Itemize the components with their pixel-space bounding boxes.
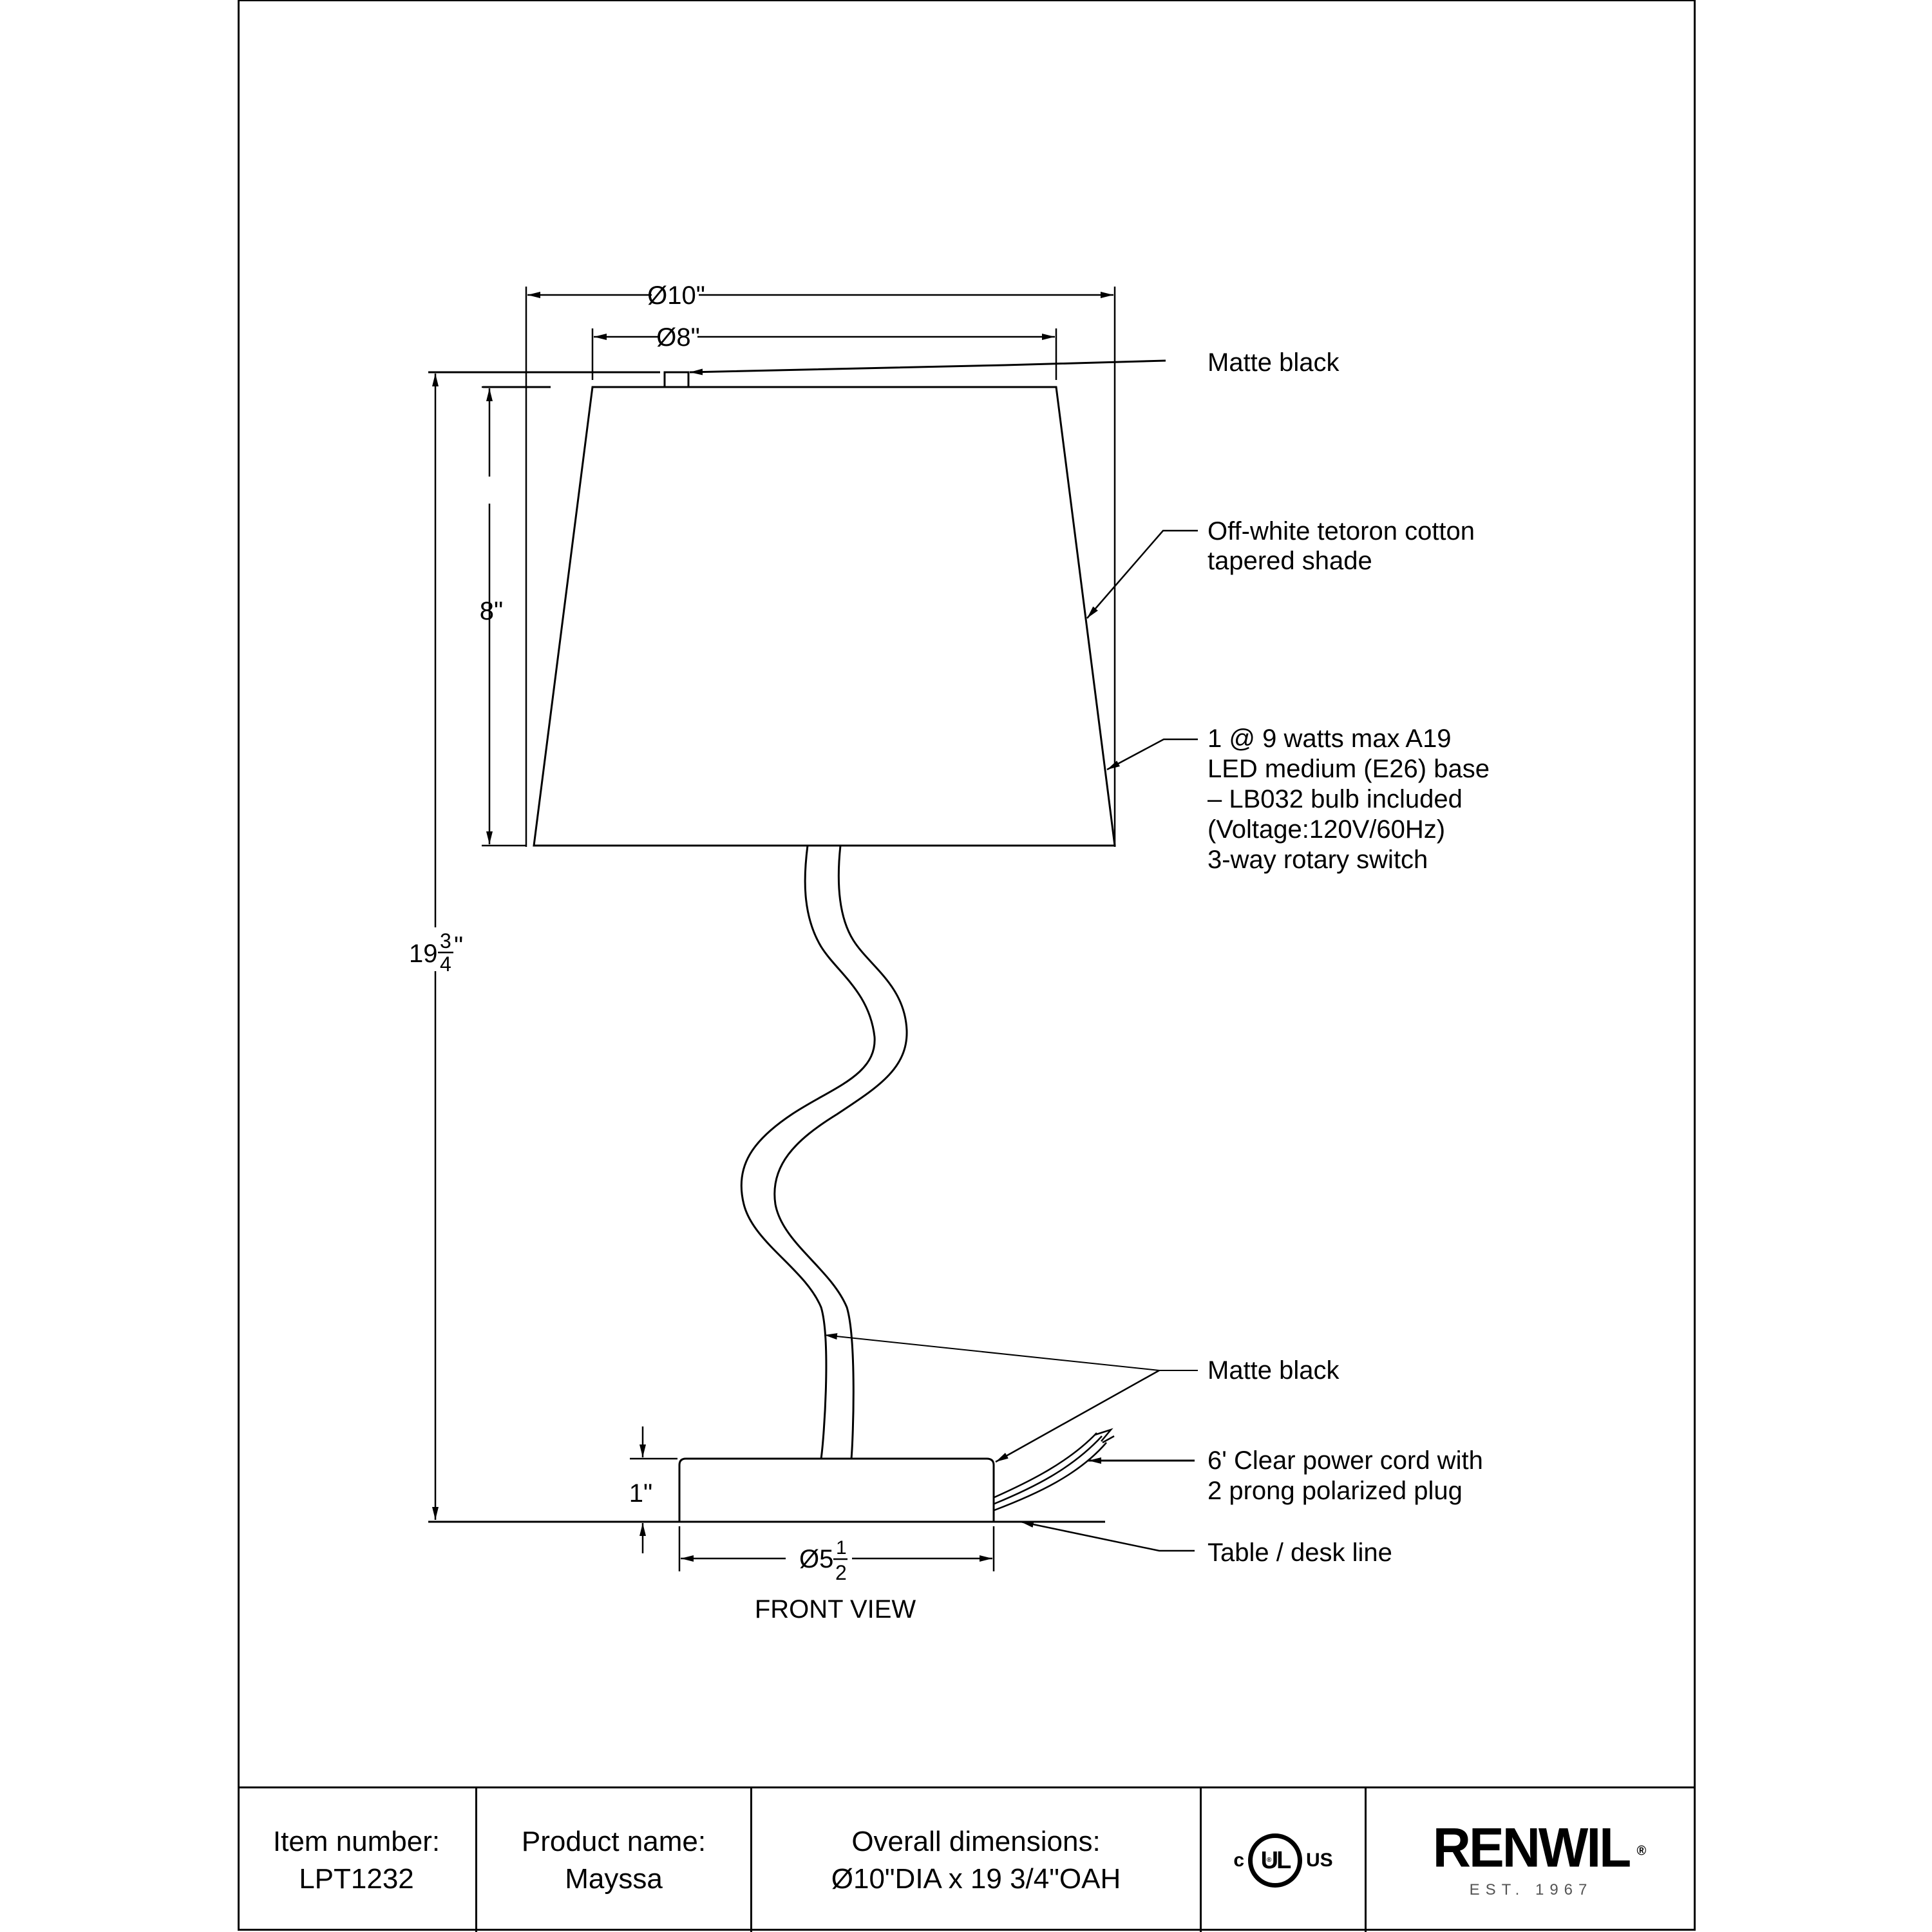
- view-label: FRONT VIEW: [755, 1595, 916, 1624]
- overall-dimensions-value: Ø10"DIA x 19 3/4"OAH: [831, 1862, 1121, 1895]
- callout-cord-line1: 6' Clear power cord with: [1208, 1446, 1483, 1475]
- callout-cord-line2: 2 prong polarized plug: [1208, 1477, 1463, 1505]
- callout-finial: Matte black: [1208, 348, 1340, 377]
- product-name-label: Product name:: [521, 1825, 706, 1857]
- dim-label-shade-height: 8": [480, 597, 503, 625]
- callout-bulb-line5: 3-way rotary switch: [1208, 846, 1428, 874]
- brand-established: EST. 1967: [1469, 1880, 1593, 1899]
- ul-us-mark: US: [1306, 1849, 1333, 1871]
- dim-label-shade-top: Ø8": [656, 323, 700, 352]
- product-name-value: Mayssa: [565, 1862, 663, 1895]
- ul-registered: ®: [1267, 1856, 1272, 1864]
- drawing-sheet-border: [238, 0, 1696, 1931]
- certification-cell: c UL ® US: [1202, 1788, 1367, 1932]
- brand-registered-mark: ®: [1636, 1843, 1647, 1859]
- dim-label-base-num: 1: [836, 1537, 847, 1558]
- title-block: Item number: LPT1232 Product name: Mayss…: [238, 1786, 1696, 1932]
- brand-cell: RENWIL ® EST. 1967: [1367, 1788, 1696, 1932]
- power-cord: [994, 1432, 1097, 1499]
- ul-text: UL: [1260, 1846, 1292, 1874]
- callout-body: Matte black: [1208, 1356, 1340, 1385]
- renwil-logo: RENWIL ® EST. 1967: [1433, 1820, 1646, 1899]
- overall-dimensions-cell: Overall dimensions: Ø10"DIA x 19 3/4"OAH: [752, 1788, 1202, 1932]
- ul-circle: UL ®: [1248, 1833, 1302, 1888]
- overall-dimensions-label: Overall dimensions:: [851, 1825, 1101, 1857]
- callout-shade-line2: tapered shade: [1208, 547, 1372, 575]
- callout-bulb-line2: LED medium (E26) base: [1208, 755, 1490, 783]
- callout-table: Table / desk line: [1208, 1539, 1392, 1567]
- callout-bulb-line4: (Voltage:120V/60Hz): [1208, 815, 1445, 844]
- dim-label-base-dia: Ø5: [799, 1545, 833, 1573]
- item-number-cell: Item number: LPT1232: [238, 1788, 477, 1932]
- dim-label-overall-den: 4: [440, 952, 451, 976]
- item-number-value: LPT1232: [299, 1862, 414, 1895]
- product-name-cell: Product name: Mayssa: [477, 1788, 752, 1932]
- lamp-body-stem: [740, 845, 876, 1459]
- callout-bulb-line3: – LB032 bulb included: [1208, 785, 1463, 813]
- dim-label-base-height: 1": [629, 1479, 652, 1508]
- ul-listed-icon: c UL ® US: [1233, 1833, 1333, 1888]
- lamp-shade: [533, 386, 1116, 847]
- dim-shade-bottom-dia: [525, 287, 1116, 847]
- finial: [663, 371, 690, 388]
- dim-label-base-den: 2: [835, 1561, 847, 1584]
- dim-label-overall-height: 19: [409, 940, 438, 968]
- lamp-base: [678, 1457, 995, 1522]
- dim-label-overall-num: 3: [440, 929, 451, 952]
- callout-bulb-line1: 1 @ 9 watts max A19: [1208, 724, 1452, 753]
- brand-name: RENWIL: [1432, 1817, 1631, 1879]
- dim-label-shade-bottom: Ø10": [647, 281, 705, 310]
- ul-c-mark: c: [1233, 1849, 1244, 1871]
- item-number-label: Item number:: [272, 1825, 440, 1857]
- callout-shade-line1: Off-white tetoron cotton: [1208, 517, 1475, 545]
- dim-label-overall-unit: ": [454, 932, 463, 960]
